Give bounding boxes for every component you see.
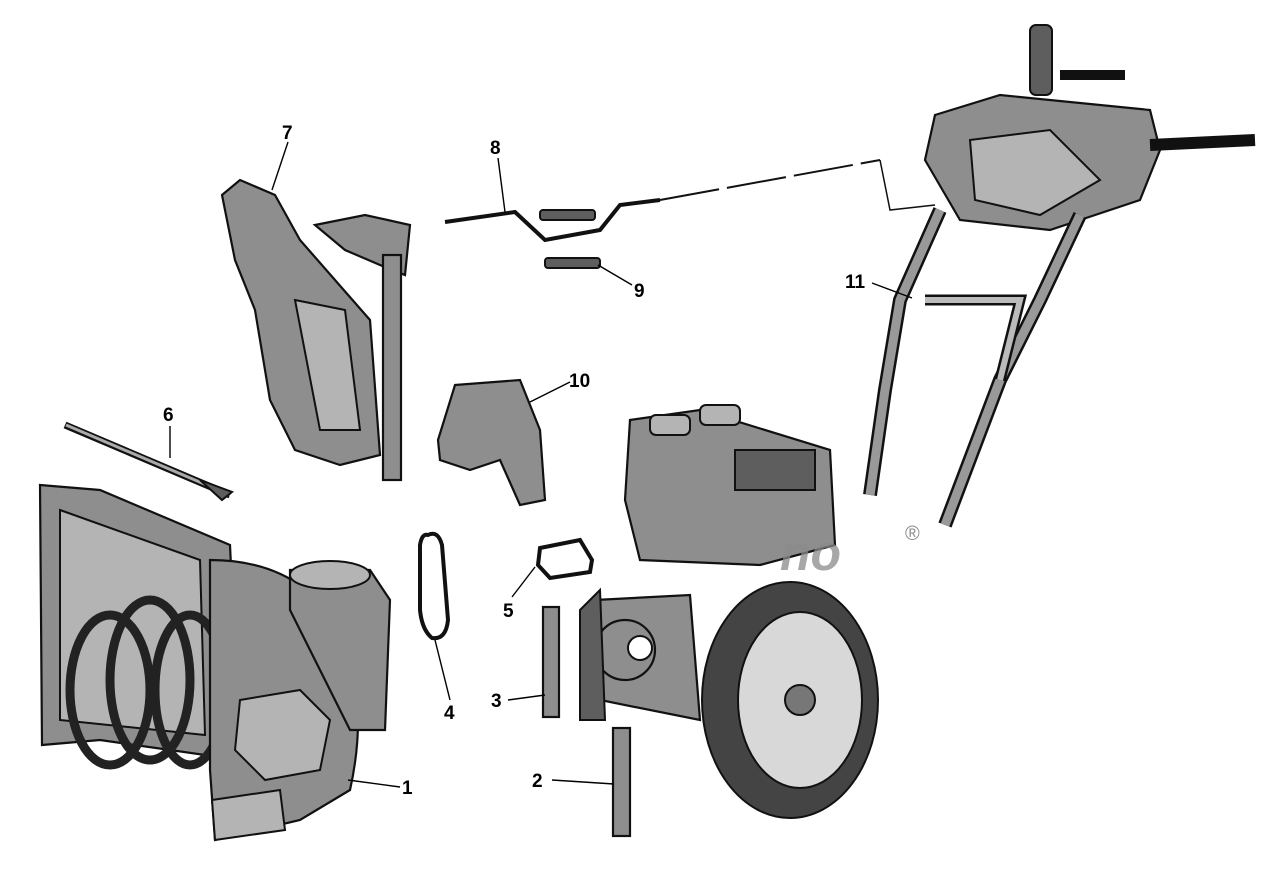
part-4-belt [418,531,451,641]
leader-lines [169,141,913,788]
label-11: 11 [845,272,866,293]
part-11-handle [863,24,1256,528]
part-7-chute [220,178,412,482]
part-10-belt-cover [436,378,547,507]
label-3: 3 [491,691,502,712]
label-9: 9 [634,281,645,302]
part-5-bracket [535,537,595,581]
part-8-control-rod [444,159,936,243]
label-1: 1 [402,778,413,799]
label-8: 8 [490,138,501,159]
label-7: 7 [282,123,293,144]
label-6: 6 [163,405,174,426]
svg-text:no: no [780,525,841,581]
part-6-shaft [63,421,234,502]
label-2: 2 [532,771,543,792]
part-9-clip [544,257,601,269]
label-5: 5 [503,601,514,622]
part-3-plate [541,605,561,719]
part-1-auger-housing [38,483,392,842]
label-10: 10 [569,371,590,392]
svg-text:®: ® [905,523,920,545]
label-4: 4 [444,703,455,724]
engine-assembly [579,404,879,819]
watermark: no ® [780,523,920,581]
part-2-plate [611,726,632,838]
